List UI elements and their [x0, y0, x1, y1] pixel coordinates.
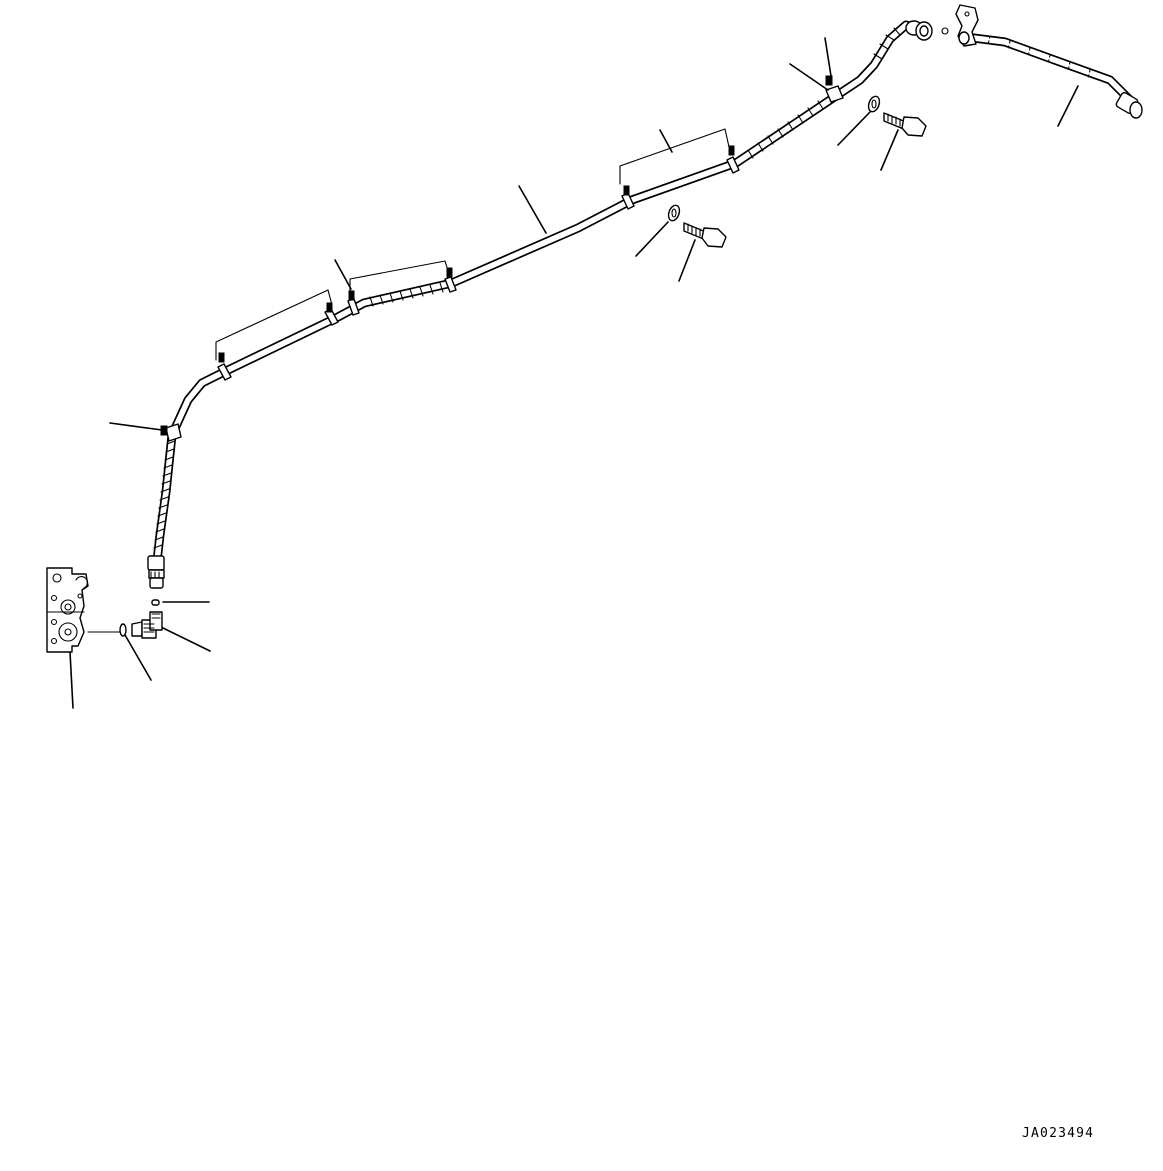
clamp-6: [621, 185, 635, 210]
guard-plates: [215, 128, 730, 361]
hose-spiral-guard: [153, 27, 901, 549]
upper-right-hose: [955, 4, 1143, 119]
clamp-5: [444, 267, 457, 293]
valve-block: [46, 567, 89, 653]
bolt-upper: [883, 112, 927, 137]
tube-clamps: [160, 75, 844, 442]
lower-hose-fitting: [147, 555, 165, 589]
bolt-lower: [683, 222, 727, 248]
small-o-ring: [151, 599, 160, 606]
washer-lower: [667, 204, 681, 222]
upper-hose-fitting: [905, 20, 949, 41]
fitting-o-ring: [119, 623, 127, 637]
elbow-fitting: [131, 611, 163, 639]
main-hose-assembly: [151, 20, 925, 575]
clamp-8: [825, 75, 844, 103]
clamp-2: [217, 352, 232, 381]
clamp-1: [160, 423, 182, 442]
clamp-7: [726, 145, 740, 174]
leader-lines: [69, 37, 1079, 709]
clamp-3: [324, 302, 339, 326]
drawing-code-label: JA023494: [1022, 1126, 1095, 1141]
clamp-4: [347, 290, 360, 316]
washer-upper: [867, 95, 881, 113]
